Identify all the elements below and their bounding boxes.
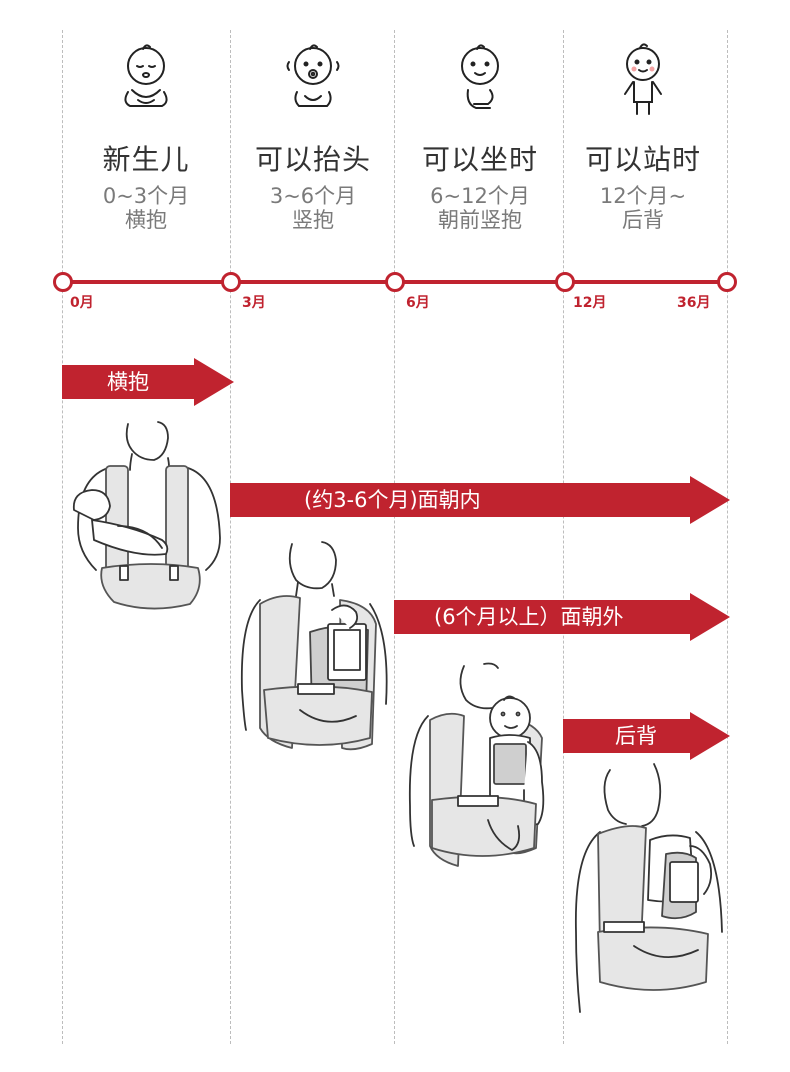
facing-out-illustration bbox=[408, 662, 545, 867]
stage-title: 可以站时 bbox=[584, 143, 701, 176]
arrow-back-carry: 后背 bbox=[563, 712, 730, 760]
arrow-label: 横抱 bbox=[62, 365, 194, 399]
stage-title: 新生儿 bbox=[102, 143, 190, 176]
timeline-label: 36月 bbox=[677, 295, 711, 311]
stage-standing: 可以站时 12个月~ 后背 bbox=[558, 40, 728, 232]
baby-newborn-icon bbox=[124, 44, 168, 107]
baby-sitting-icon bbox=[461, 44, 499, 109]
arrow-head bbox=[194, 358, 234, 406]
stage-hold: 横抱 bbox=[125, 208, 167, 232]
timeline-label: 0月 bbox=[70, 295, 94, 311]
timeline-label: 12月 bbox=[573, 295, 607, 311]
column-divider bbox=[727, 30, 728, 1044]
arrow-head bbox=[690, 476, 730, 524]
stage-hold: 竖抱 bbox=[292, 208, 334, 232]
stage-title: 可以坐时 bbox=[421, 143, 538, 176]
stage-title: 可以抬头 bbox=[254, 143, 371, 176]
arrow-label: (约3-6个月)面朝内 bbox=[230, 483, 690, 517]
column-divider bbox=[563, 30, 564, 1044]
timeline-dot bbox=[717, 272, 737, 292]
timeline-dot bbox=[555, 272, 575, 292]
stage-age: 12个月~ bbox=[599, 184, 687, 208]
timeline-label: 3月 bbox=[242, 295, 266, 311]
stage-age: 3~6个月 bbox=[269, 184, 357, 208]
column-divider bbox=[62, 30, 63, 1044]
stage-age: 0~3个月 bbox=[102, 184, 190, 208]
arrow-facing-in: (约3-6个月)面朝内 bbox=[230, 476, 730, 524]
timeline-dot bbox=[53, 272, 73, 292]
timeline-label: 6月 bbox=[406, 295, 430, 311]
column-divider bbox=[394, 30, 395, 1044]
arrow-head bbox=[690, 593, 730, 641]
column-divider bbox=[230, 30, 231, 1044]
stage-head-up: 可以抬头 3~6个月 竖抱 bbox=[228, 40, 398, 232]
arrow-cradle: 横抱 bbox=[62, 358, 234, 406]
baby-pacifier-icon bbox=[286, 44, 340, 107]
arrow-facing-out: (6个月以上）面朝外 bbox=[394, 593, 730, 641]
timeline-dot bbox=[221, 272, 241, 292]
stage-sitting: 可以坐时 6~12个月 朝前竖抱 bbox=[395, 40, 565, 232]
facing-in-illustration bbox=[240, 541, 388, 751]
arrow-label: (6个月以上）面朝外 bbox=[394, 600, 690, 634]
stage-age: 6~12个月 bbox=[430, 184, 530, 208]
age-timeline: 0月 3月 6月 12月 36月 bbox=[0, 262, 790, 312]
arrow-label: 后背 bbox=[563, 719, 690, 753]
back-carry-illustration bbox=[574, 763, 723, 1013]
stage-newborn: 新生儿 0~3个月 横抱 bbox=[61, 40, 231, 232]
stage-hold: 朝前竖抱 bbox=[438, 208, 522, 232]
cradle-hold-illustration bbox=[72, 421, 221, 610]
timeline-dot bbox=[385, 272, 405, 292]
arrow-head bbox=[690, 712, 730, 760]
stage-hold: 后背 bbox=[622, 208, 664, 232]
baby-standing-icon bbox=[624, 43, 662, 115]
